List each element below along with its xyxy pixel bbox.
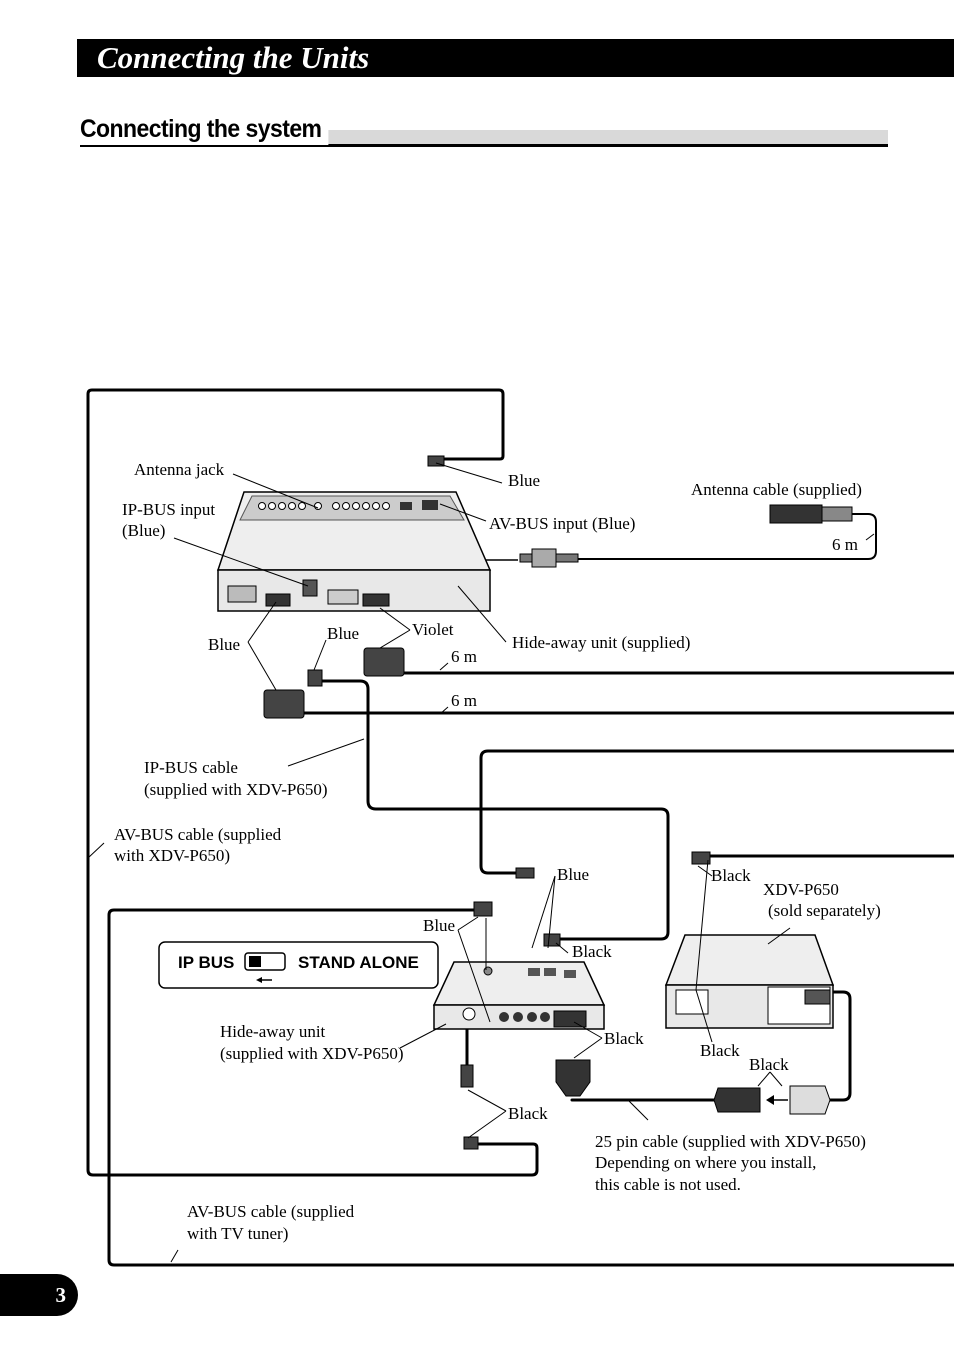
label-avbus-cable-xdv-2: with XDV-P650) bbox=[114, 846, 230, 865]
label-six-m-1: 6 m bbox=[451, 647, 477, 666]
header-bar: Connecting the Units bbox=[77, 39, 954, 77]
section-rule bbox=[80, 144, 888, 147]
label-black-xdv-2: Black bbox=[749, 1055, 789, 1074]
hideaway-unit-xdv bbox=[432, 961, 606, 1030]
pointer-lines bbox=[87, 462, 875, 1263]
label-ipbus-input-1: IP-BUS input bbox=[122, 500, 215, 519]
label-avbus-input: AV-BUS input (Blue) bbox=[489, 514, 635, 533]
section-title: Connecting the system bbox=[80, 113, 329, 145]
label-xdv-1: XDV-P650 bbox=[763, 880, 839, 899]
label-violet: Violet bbox=[412, 620, 454, 639]
pin-connectors bbox=[555, 1059, 831, 1115]
label-pin-cable-3: this cable is not used. bbox=[595, 1175, 741, 1194]
label-pin-cable-2: Depending on where you install, bbox=[595, 1153, 816, 1172]
label-black-mid: Black bbox=[572, 942, 612, 961]
avbus-cable-right bbox=[479, 749, 954, 875]
avbus-cable-tv bbox=[107, 908, 954, 1267]
label-black-bottom: Black bbox=[508, 1104, 548, 1123]
label-blue-left: Blue bbox=[208, 635, 240, 654]
switch-label-ipbus: IP BUS bbox=[178, 953, 234, 972]
label-six-m-2: 6 m bbox=[451, 691, 477, 710]
label-avbus-tv-1: AV-BUS cable (supplied bbox=[187, 1202, 355, 1221]
section-heading: Connecting the system bbox=[80, 113, 888, 149]
label-blue-lower-left: Blue bbox=[423, 916, 455, 935]
pin-cable-xdv bbox=[825, 990, 852, 1102]
label-black-conn: Black bbox=[604, 1029, 644, 1048]
connector-plugs bbox=[263, 455, 711, 1150]
label-hideaway-supplied: Hide-away unit (supplied) bbox=[512, 633, 690, 652]
label-black-xdv-1: Black bbox=[700, 1041, 740, 1060]
label-six-m-antenna: 6 m bbox=[832, 535, 858, 554]
label-hideaway-xdv-1: Hide-away unit bbox=[220, 1022, 326, 1041]
label-antenna-cable: Antenna cable (supplied) bbox=[691, 480, 862, 499]
hideaway-unit-supplied bbox=[216, 491, 492, 612]
label-antenna-jack: Antenna jack bbox=[134, 460, 225, 479]
xdv-p650-unit bbox=[664, 934, 835, 1029]
label-xdv-2: (sold separately) bbox=[768, 901, 881, 920]
label-blue-lower: Blue bbox=[557, 865, 589, 884]
label-hideaway-xdv-2: (supplied with XDV-P650) bbox=[220, 1044, 404, 1063]
label-pin-cable-1: 25 pin cable (supplied with XDV-P650) bbox=[595, 1132, 866, 1151]
label-blue-top: Blue bbox=[508, 471, 540, 490]
page-title: Connecting the Units bbox=[97, 40, 370, 75]
page-number: 3 bbox=[55, 1283, 67, 1307]
label-ipbus-cable-1: IP-BUS cable bbox=[144, 758, 238, 777]
label-avbus-tv-2: with TV tuner) bbox=[187, 1224, 288, 1243]
label-black-top-right: Black bbox=[711, 866, 751, 885]
antenna-cable-plug bbox=[519, 504, 853, 568]
label-avbus-cable-xdv-1: AV-BUS cable (supplied bbox=[114, 825, 282, 844]
page-number-tab: 3 bbox=[0, 1274, 78, 1316]
arrow-icon bbox=[766, 1095, 788, 1105]
label-ipbus-input-2: (Blue) bbox=[122, 521, 165, 540]
labels: Antenna jack IP-BUS input (Blue) Blue AV… bbox=[114, 460, 881, 1243]
ipbus-switch-callout: IP BUS STAND ALONE bbox=[158, 941, 439, 989]
label-ipbus-cable-2: (supplied with XDV-P650) bbox=[144, 780, 328, 799]
ipbus-cable bbox=[314, 679, 670, 941]
label-blue-mid: Blue bbox=[327, 624, 359, 643]
switch-label-standalone: STAND ALONE bbox=[298, 953, 419, 972]
